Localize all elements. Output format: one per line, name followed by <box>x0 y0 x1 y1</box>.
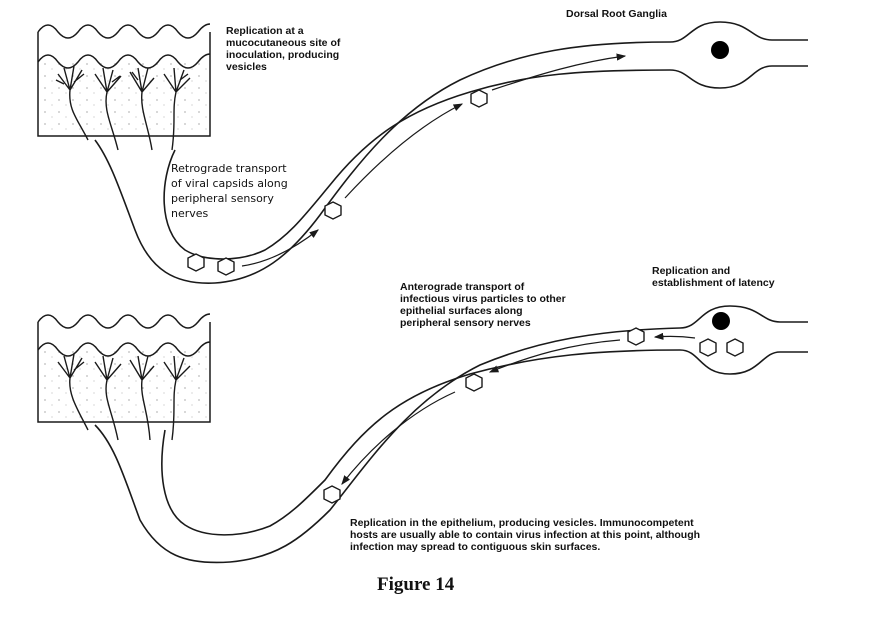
label-dorsal-root-ganglia: Dorsal Root Ganglia <box>566 8 667 20</box>
skin-block-top <box>37 23 211 151</box>
capsids-bottom <box>323 327 744 504</box>
nerve-bottom <box>94 305 808 564</box>
arrows-bottom <box>341 332 696 485</box>
nerve-endings <box>55 65 191 151</box>
ganglion-nucleus-top <box>711 41 729 59</box>
label-anterograde-transport: Anterograde transport of infectious viru… <box>400 281 566 329</box>
label-replication-site: Replication at a mucocutaneous site of i… <box>226 25 341 73</box>
capsid-icon <box>627 327 645 346</box>
ganglion-nucleus-bottom <box>712 312 730 330</box>
nerve-top <box>94 21 808 284</box>
capsid-icon <box>324 201 342 220</box>
figure-caption: Figure 14 <box>377 574 455 595</box>
epidermis-boundary <box>37 53 211 69</box>
capsid-icon <box>217 257 235 276</box>
skin-surface-wave <box>37 23 211 39</box>
arrows-top <box>241 53 627 267</box>
capsid-icon <box>465 373 483 392</box>
capsid-icon <box>323 485 341 504</box>
capsids-top <box>187 89 488 276</box>
label-latency: Replication and establishment of latency <box>652 265 775 289</box>
capsid-icon <box>470 89 488 108</box>
label-retrograde-transport: Retrograde transport of viral capsids al… <box>171 162 288 220</box>
label-epithelium-replication: Replication in the epithelium, producing… <box>350 517 701 553</box>
skin-block-bottom <box>37 313 211 441</box>
capsid-icon <box>699 338 717 357</box>
capsid-icon <box>726 338 744 357</box>
capsid-icon <box>187 253 205 272</box>
